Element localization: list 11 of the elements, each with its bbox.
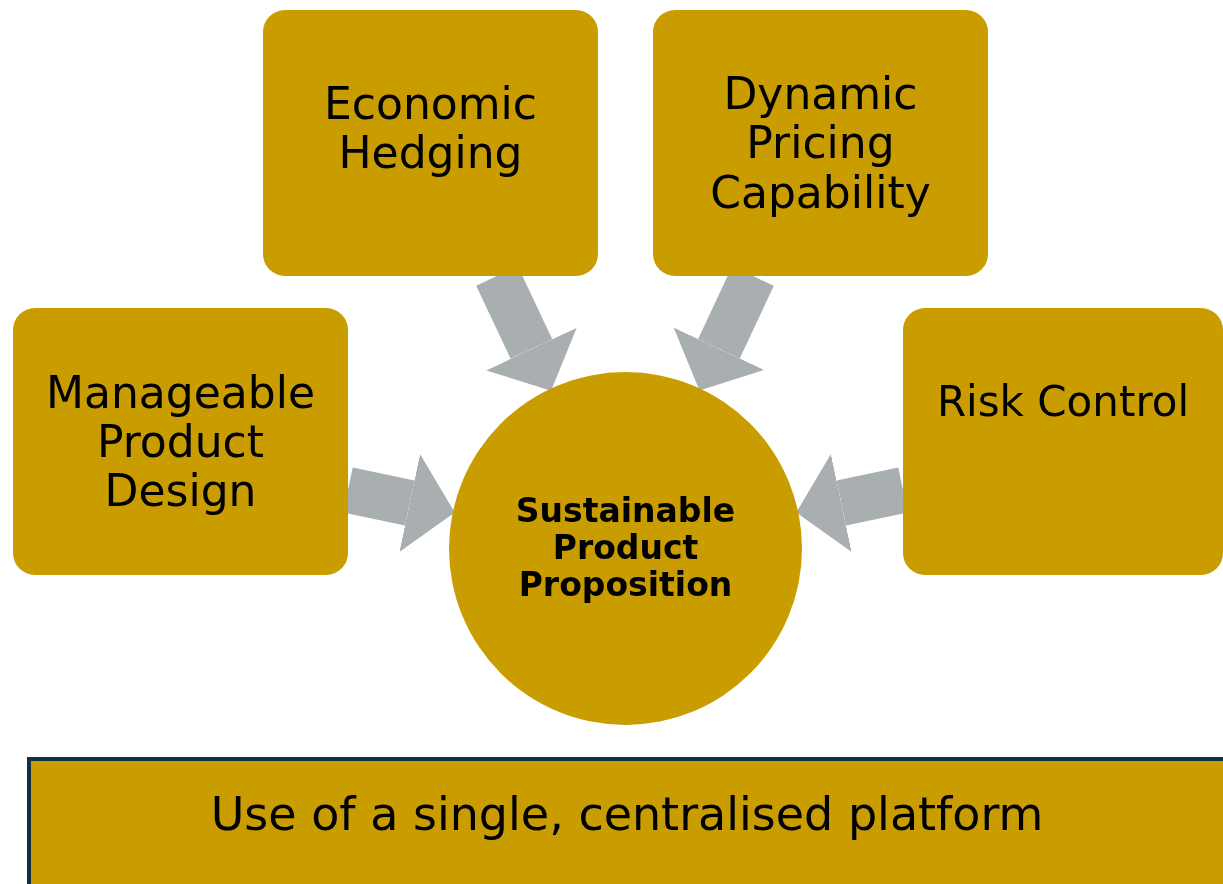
node-label: Dynamic Pricing Capability <box>709 69 932 217</box>
node-label: Manageable Product Design <box>45 367 316 516</box>
pillar-box <box>13 308 348 575</box>
node-label: Risk Control <box>936 378 1190 425</box>
platform-banner <box>27 757 1223 884</box>
pillar-box <box>263 10 598 276</box>
node-label: Sustainable Product Proposition <box>514 493 737 604</box>
node-label: Use of a single, centralised platform <box>210 788 1044 841</box>
node-label: Economic Hedging <box>323 78 538 178</box>
pillar-box <box>903 308 1223 575</box>
pillar-box <box>653 10 988 276</box>
